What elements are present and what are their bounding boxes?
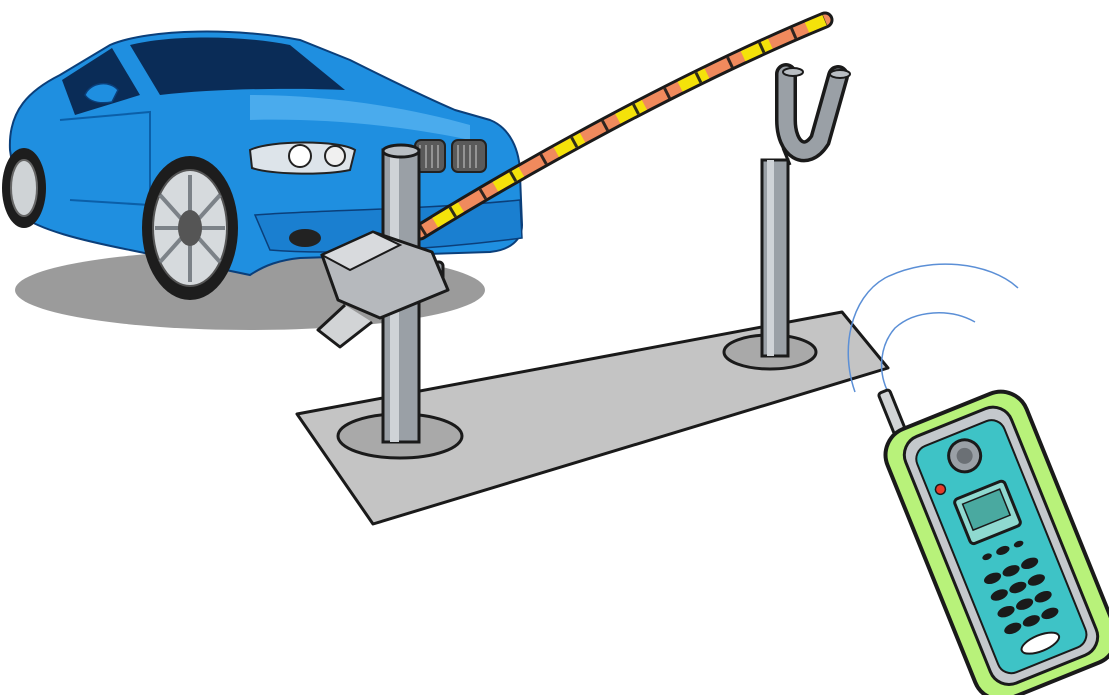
remote-phone-icon [861, 344, 1109, 695]
car-front-wheel [142, 156, 238, 300]
car-grille-right [452, 140, 486, 172]
car-fog-light [289, 229, 321, 247]
car-rear-wheel [2, 148, 46, 228]
car-headlight-lens-2 [325, 146, 345, 166]
car-headlight-lens-1 [289, 145, 311, 167]
